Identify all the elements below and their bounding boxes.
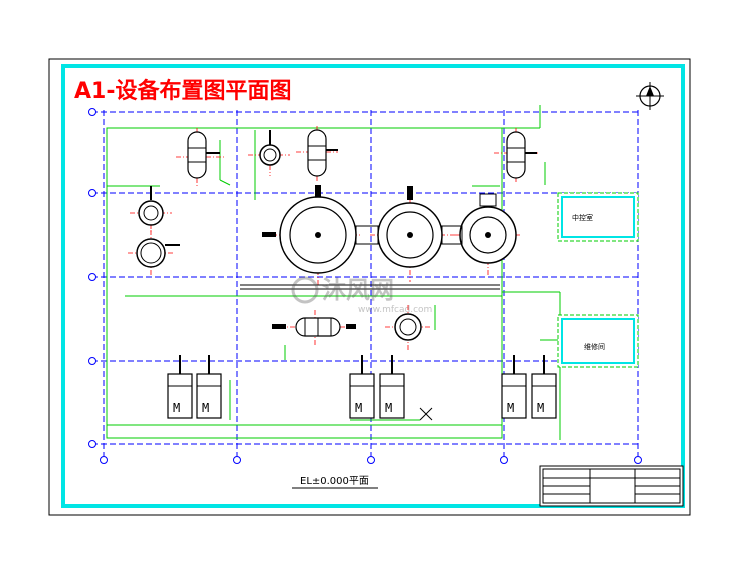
motor-unit: M bbox=[379, 355, 405, 419]
motor-unit: M bbox=[196, 355, 222, 419]
motor-unit: M bbox=[349, 355, 375, 419]
motor-label: M bbox=[537, 401, 544, 415]
motor-label: M bbox=[173, 401, 180, 415]
watermark-url: www.mfcad.com bbox=[358, 305, 432, 315]
vertical-vessel bbox=[187, 131, 220, 179]
large-reactor bbox=[459, 193, 517, 264]
round-tank bbox=[138, 186, 164, 226]
control-room: 中控室 bbox=[557, 192, 639, 242]
round-tank bbox=[394, 313, 422, 341]
watermark-text: 沐风网 bbox=[322, 276, 394, 304]
motor-label: M bbox=[507, 401, 514, 415]
repair-room-label: 维修间 bbox=[584, 342, 605, 351]
round-tank bbox=[136, 238, 180, 268]
drawing-title: A1-设备布置图平面图 bbox=[74, 78, 291, 104]
large-reactor bbox=[262, 185, 357, 274]
motor-label: M bbox=[385, 401, 392, 415]
motor-unit: M bbox=[167, 355, 193, 419]
control-room-label: 中控室 bbox=[572, 213, 593, 222]
watermark: 沐风网 www.mfcad.com bbox=[291, 276, 432, 315]
title-block bbox=[539, 465, 684, 507]
large-reactor bbox=[377, 186, 443, 268]
axis-grid bbox=[92, 110, 640, 456]
sheet-border bbox=[48, 58, 691, 516]
motor-label: M bbox=[202, 401, 209, 415]
plan-label: EL±0.000平面 bbox=[300, 476, 369, 487]
vertical-vessel bbox=[307, 129, 338, 177]
motor-label: M bbox=[355, 401, 362, 415]
motor-unit: M bbox=[501, 355, 527, 419]
vertical-vessel bbox=[506, 131, 537, 179]
round-tank bbox=[259, 130, 281, 166]
horizontal-vessel bbox=[272, 317, 356, 337]
drawing-frame bbox=[61, 64, 685, 508]
repair-room: 维修间 bbox=[557, 314, 639, 368]
cross-mark-icon bbox=[419, 407, 433, 421]
axis-bubbles bbox=[88, 108, 642, 464]
motor-unit: M bbox=[531, 355, 557, 419]
north-arrow-icon bbox=[636, 82, 664, 110]
connecting-duct bbox=[240, 225, 500, 290]
